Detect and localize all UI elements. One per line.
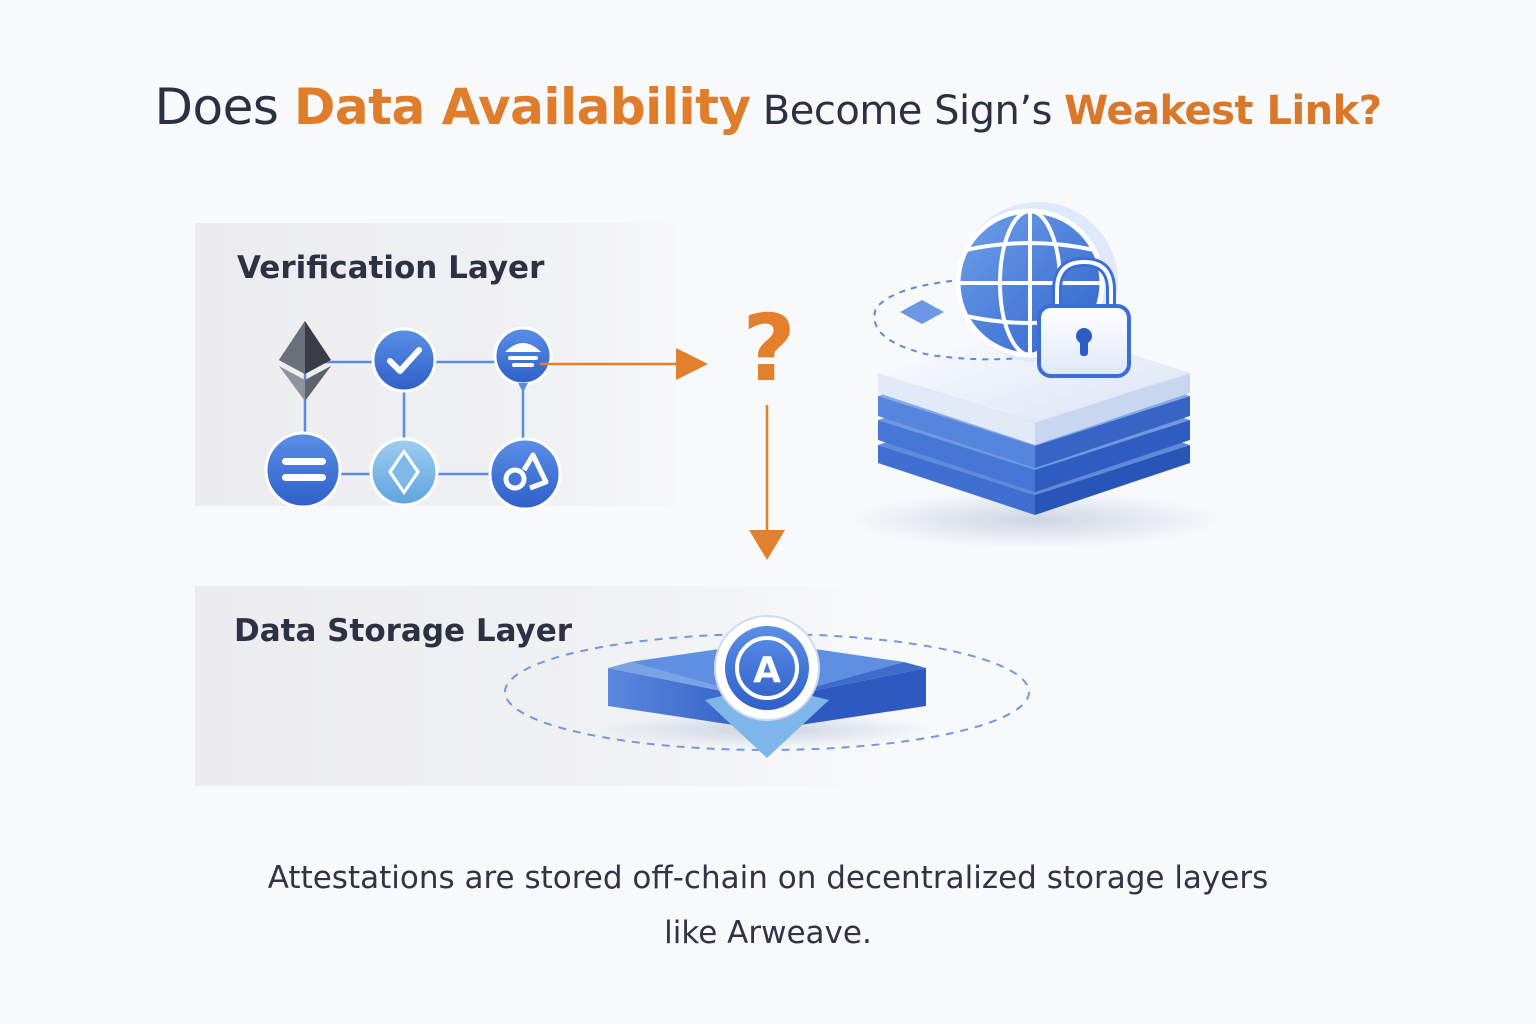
balloon-icon [493,326,553,392]
diamond-icon [369,437,439,507]
title-highlight-data-availability: Data Availability [293,78,751,136]
title-part-1: Does [154,78,294,136]
page-title: Does Data Availability Become Sign’s Wea… [0,78,1536,136]
lock-icon [1037,256,1131,378]
caption-line-1: Attestations are stored off-chain on dec… [267,860,1269,896]
caption-line-2: like Arweave. [664,915,872,951]
question-mark: ? [742,295,795,402]
arweave-storage-platform [504,615,1030,758]
secure-data-stack [845,277,1225,548]
storage-layer-label: Data Storage Layer [234,613,573,649]
arrow-to-storage [749,405,785,560]
arrow-to-question [540,348,708,380]
arweave-letter-icon: A [753,650,781,691]
checkmark-icon [371,327,437,393]
verification-layer-label: Verification Layer [237,250,545,286]
ring-icon [488,437,562,511]
title-part-3: Become Sign’s [750,88,1065,134]
title-highlight-weakest-link: Weakest Link? [1064,88,1382,134]
equals-icon [264,431,342,509]
ethereum-icon [279,321,331,401]
